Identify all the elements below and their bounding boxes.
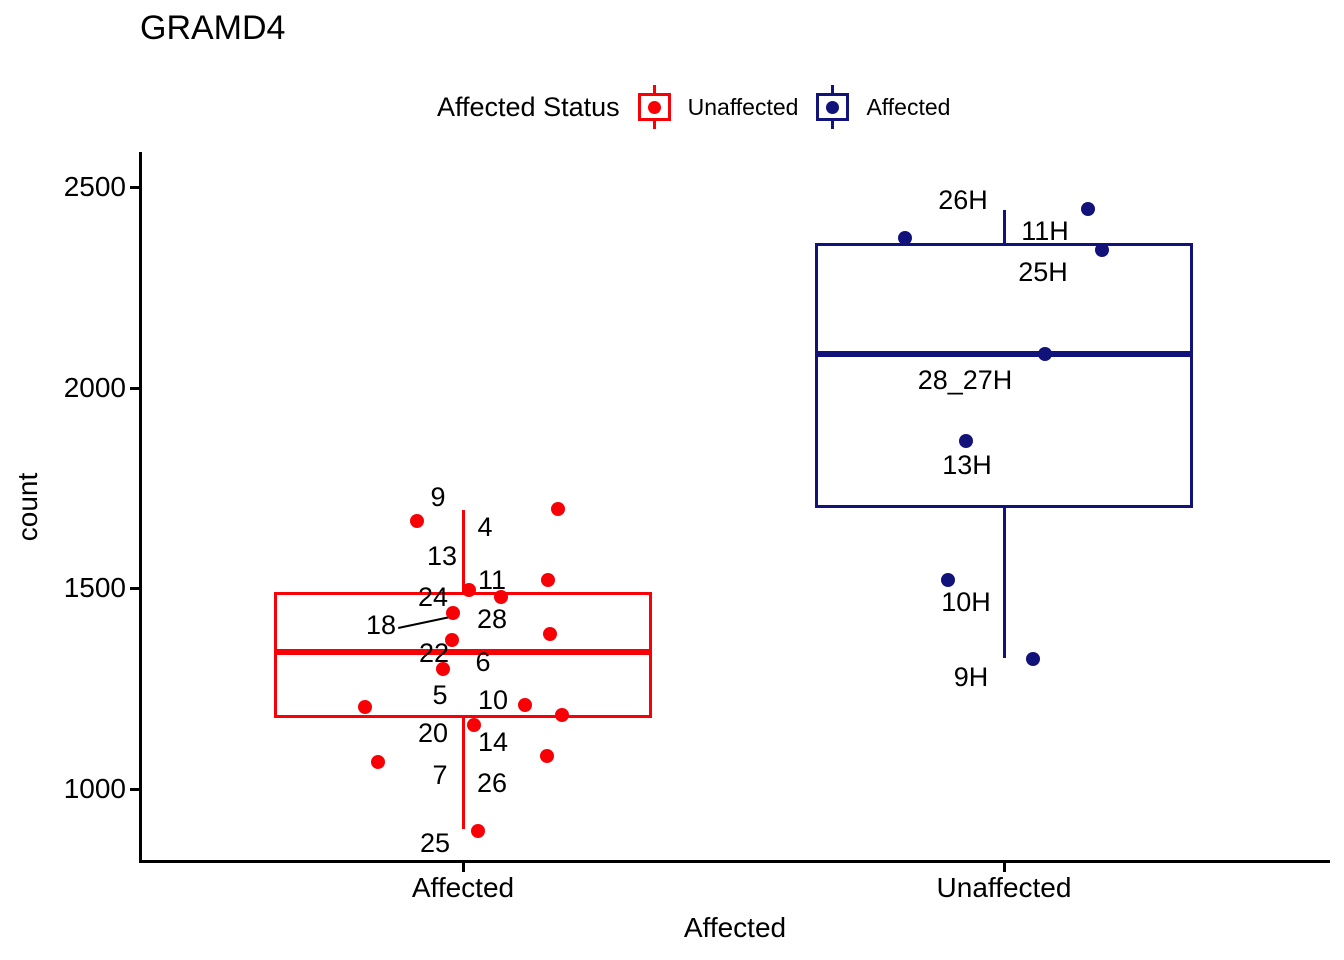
data-point <box>410 514 424 529</box>
y-tick-label: 2000 <box>63 372 126 403</box>
upper-whisker <box>1002 209 1006 244</box>
data-point <box>445 632 459 647</box>
data-point <box>436 661 450 676</box>
data-point <box>959 433 973 448</box>
data-point <box>898 230 912 245</box>
point-label: 26H <box>938 185 988 215</box>
point-label: 10H <box>941 587 991 617</box>
point-label: 9H <box>953 662 989 692</box>
point-label: 24 <box>417 582 449 612</box>
point-label: 25H <box>1018 257 1068 287</box>
point-label: 26 <box>476 768 508 798</box>
legend-title: Affected Status <box>437 91 620 122</box>
point-label: 9 <box>430 482 446 512</box>
y-tick-2500 <box>130 186 139 189</box>
x-tick-unaffected <box>1003 863 1006 872</box>
legend-item-affected: Affected <box>816 85 950 129</box>
median-line <box>274 649 652 656</box>
data-point <box>941 572 955 587</box>
boxplot-key-red-icon <box>637 85 671 129</box>
data-point <box>1038 346 1052 361</box>
point-label: 7 <box>432 760 448 790</box>
point-label: 14 <box>477 727 509 757</box>
y-tick-2000 <box>130 387 139 390</box>
point-label: 6 <box>475 647 491 677</box>
x-category-label-unaffected: Unaffected <box>936 872 1072 903</box>
chart-title: GRAMD4 <box>140 9 286 47</box>
y-tick-1000 <box>130 788 139 791</box>
data-point <box>1026 651 1040 666</box>
data-point <box>541 572 555 587</box>
lower-whisker <box>1002 507 1006 658</box>
y-tick-1500 <box>130 587 139 590</box>
median-line <box>815 350 1193 357</box>
data-point <box>518 697 532 712</box>
data-point <box>540 748 554 763</box>
x-tick-affected <box>462 863 465 872</box>
upper-whisker <box>461 509 465 592</box>
y-tick-label: 1000 <box>63 773 126 804</box>
key-dot <box>647 100 661 114</box>
point-label: 28_27H <box>917 365 1013 395</box>
x-category-label-affected: Affected <box>411 872 515 903</box>
data-point <box>543 626 557 641</box>
legend: Affected Status Unaffected Affected <box>437 84 950 130</box>
point-label: 10 <box>477 685 509 715</box>
point-label: 4 <box>477 512 493 542</box>
y-tick-label: 2500 <box>63 171 126 202</box>
point-label: 11H <box>1021 216 1069 246</box>
point-label: 13 <box>426 541 458 571</box>
data-point <box>462 582 476 597</box>
data-point <box>467 717 481 732</box>
boxplot-key-navy-icon <box>816 85 850 129</box>
point-label: 20 <box>417 718 449 748</box>
point-label: 25 <box>419 828 451 858</box>
data-point <box>371 754 385 769</box>
data-point <box>358 699 372 714</box>
x-axis-title: Affected <box>683 912 787 943</box>
y-tick-label: 1500 <box>63 572 126 603</box>
point-label: 28 <box>476 604 508 634</box>
point-label: 11 <box>477 565 507 595</box>
box <box>815 243 1193 508</box>
point-label: 22 <box>418 638 450 668</box>
key-box <box>816 93 850 121</box>
point-label: 5 <box>432 680 448 710</box>
legend-item-label: Affected <box>866 93 951 120</box>
data-point <box>1081 202 1095 217</box>
x-axis-line <box>139 860 1330 863</box>
legend-item-label: Unaffected <box>687 93 799 120</box>
point-label: 18 <box>365 610 397 640</box>
data-point <box>555 707 569 722</box>
data-point <box>1095 242 1109 257</box>
data-point <box>551 502 565 516</box>
y-axis-line <box>139 152 142 863</box>
data-point <box>494 589 508 604</box>
point-label: 13H <box>942 450 992 480</box>
data-point <box>446 605 460 620</box>
lower-whisker <box>461 718 465 829</box>
legend-item-unaffected: Unaffected <box>637 85 799 129</box>
data-point <box>471 823 485 838</box>
key-dot <box>826 100 840 114</box>
